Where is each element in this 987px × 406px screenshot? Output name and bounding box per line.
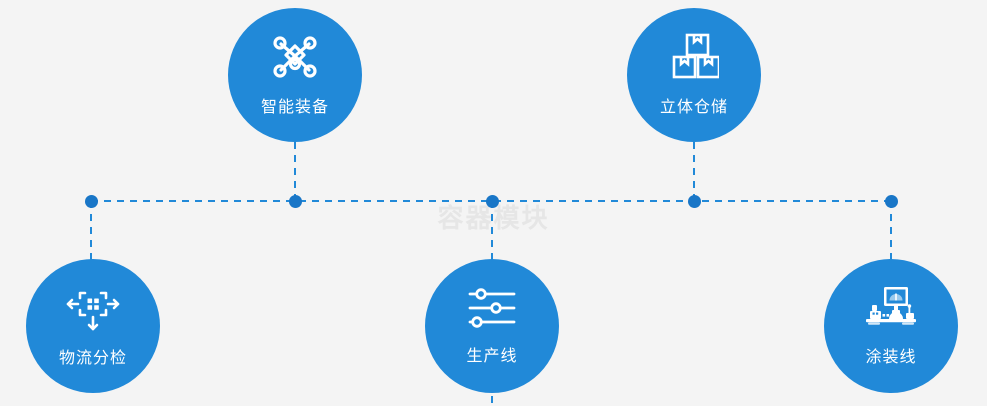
module-coating-line[interactable]: 涂装线: [824, 259, 958, 393]
module-production-line[interactable]: 生产线: [425, 259, 559, 393]
module-logistics-sorting[interactable]: 物流分检: [26, 259, 160, 393]
module-smart-equipment[interactable]: 智能装备: [228, 8, 362, 142]
module-label: 涂装线: [865, 347, 917, 366]
module-label: 物流分检: [58, 348, 127, 367]
sorting-arrows-icon: [65, 284, 121, 332]
node-logistics-sorting[interactable]: [84, 194, 98, 208]
module-stereo-warehouse[interactable]: 立体仓储: [627, 8, 761, 142]
module-label: 生产线: [466, 346, 518, 365]
node-coating-line[interactable]: [884, 194, 898, 208]
node-stereo-warehouse[interactable]: [687, 194, 701, 208]
industrial-machine-icon: [862, 285, 920, 331]
sliders-icon: [466, 286, 518, 330]
node-smart-equipment[interactable]: [288, 194, 302, 208]
network-nodes-icon: [270, 33, 320, 79]
node-production-line[interactable]: [485, 194, 499, 208]
module-label: 立体仓储: [659, 97, 728, 116]
module-label: 智能装备: [260, 97, 329, 116]
stacked-boxes-icon: [669, 33, 721, 79]
